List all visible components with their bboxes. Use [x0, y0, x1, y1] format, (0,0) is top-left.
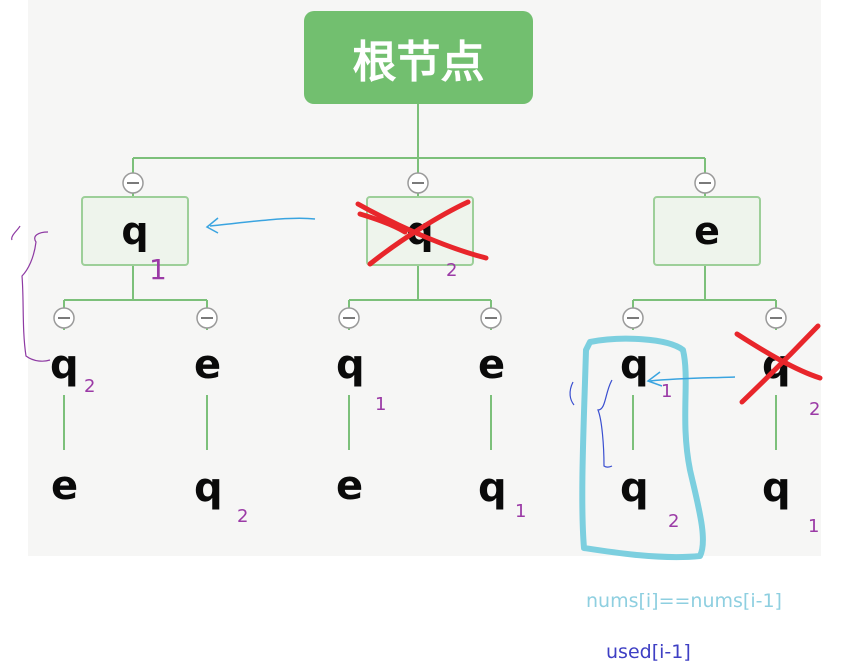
cross-mark-middle	[355, 199, 489, 267]
leaf-node[interactable]: q	[194, 465, 223, 511]
leaf-node[interactable]: q	[762, 465, 791, 511]
purple-bracket	[11, 225, 51, 362]
leaf-node[interactable]: q	[620, 465, 649, 511]
subscript-label: 2	[446, 260, 458, 281]
node-label: q	[121, 209, 149, 253]
leaf-node[interactable]: e	[478, 342, 506, 388]
node-l1-right[interactable]: e	[653, 196, 761, 266]
annotation-nums-equal: nums[i]==nums[i-1]	[586, 590, 782, 612]
subscript-label: 2	[84, 376, 96, 397]
arrow-to-q1	[205, 217, 316, 234]
subscript-label: 1	[375, 394, 387, 415]
subscript-label: 1	[149, 253, 167, 286]
collapse-icons	[53, 172, 787, 329]
leaf-node[interactable]: q	[50, 342, 79, 388]
subscript-label: 1	[661, 381, 673, 402]
leaf-node[interactable]: q	[620, 342, 649, 388]
node-label: e	[694, 209, 720, 253]
leaf-node[interactable]: q	[478, 465, 507, 511]
subscript-label: 2	[668, 511, 680, 532]
node-l1-left[interactable]: q	[81, 196, 189, 266]
subscript-label: 1	[808, 516, 820, 537]
annotation-used: used[i-1]	[606, 641, 691, 663]
leaf-node[interactable]: e	[336, 463, 364, 509]
leaf-node[interactable]: e	[51, 463, 79, 509]
highlight-outline	[579, 335, 706, 561]
subscript-label: 2	[809, 399, 821, 420]
subscript-label: 1	[515, 501, 527, 522]
blue-mark	[569, 381, 575, 406]
leaf-node[interactable]: q	[336, 342, 365, 388]
root-node[interactable]: 根节点	[304, 11, 533, 104]
leaf-node[interactable]: e	[194, 342, 222, 388]
cross-mark-right	[734, 323, 823, 405]
subscript-label: 2	[237, 506, 249, 527]
blue-bracket	[597, 379, 613, 468]
arrow-to-q1-right	[646, 371, 736, 387]
